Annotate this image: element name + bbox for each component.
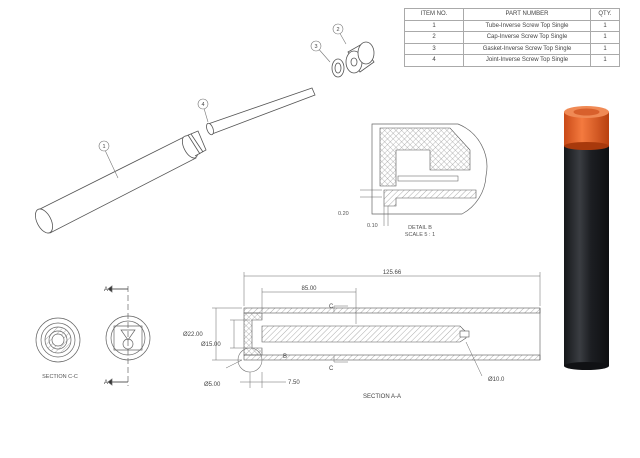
bom-row: 1 Tube-Inverse Screw Top Single 1 [404,19,620,32]
balloon-3-label: 3 [314,44,317,50]
detail-dim-gap: 0.20 [338,211,349,217]
balloon-1 [98,140,110,152]
dim-outer-dia: Ø22.00 [183,332,203,338]
section-c-c-title: SECTION C-C [42,374,78,380]
bom-row: 3 Gasket-Inverse Screw Top Single 1 [404,42,620,55]
bom-row: 4 Joint-Inverse Screw Top Single 1 [404,54,620,67]
tube-wall-bottom [243,354,541,361]
cut-label-c-top: C [329,304,334,310]
bom-header-qty: QTY. [590,8,620,21]
detail-ref-b: B [283,354,287,360]
bom-qty: 1 [590,31,620,44]
bom-header-part: PART NUMBER [463,8,591,21]
detail-dim-offset: 0.10 [367,223,378,229]
bom-item-no: 3 [404,42,464,55]
detail-b [360,123,488,226]
cone [207,87,316,135]
bom-part-number: Tube-Inverse Screw Top Single [463,19,591,32]
section-a-a-view [212,272,541,388]
bom-part-number: Joint-Inverse Screw Top Single [463,54,591,67]
bom-header-row: ITEM NO. PART NUMBER QTY. [404,8,620,21]
bom-item-no: 1 [404,19,464,32]
bom-item-no: 2 [404,31,464,44]
balloon-4-label: 4 [201,102,204,108]
end-view [105,285,151,386]
bom-qty: 1 [590,42,620,55]
render-tube [564,142,609,366]
section-a-a-title: SECTION A-A [363,394,401,400]
bom-part-number: Cap-Inverse Screw Top Single [463,31,591,44]
bom-item-no: 4 [404,54,464,67]
detail-title: DETAIL B [408,225,432,231]
bom-part-number: Gasket-Inverse Screw Top Single [463,42,591,55]
dim-small-dia: Ø5.00 [204,382,221,388]
tube-end [35,208,53,234]
exploded-view [35,41,375,234]
balloon-4 [197,98,209,110]
cut-label-a-top: A [104,287,108,293]
balloon-1-label: 1 [102,144,105,150]
cone-section [261,325,467,343]
dim-inner-length: 85.00 [301,286,317,292]
bom-qty: 1 [590,54,620,67]
gasket [331,58,345,78]
detail-tube-section [383,189,477,207]
cut-label-c-bottom: C [329,366,334,372]
bom-header-item: ITEM NO. [404,8,464,21]
balloon-2-label: 2 [336,27,339,33]
detail-scale: SCALE 5 : 1 [405,232,435,238]
cut-label-a-bottom: A [104,380,108,386]
section-c-c-view [35,317,81,363]
detail-cap-section [379,127,471,187]
dim-inner-dia: Ø15.00 [201,342,221,348]
product-render [564,106,609,370]
tube-wall-top [243,307,541,314]
balloons [98,23,347,179]
balloon-2 [332,23,344,35]
bom-qty: 1 [590,19,620,32]
tube-body [37,136,197,234]
bom-table: ITEM NO. PART NUMBER QTY. 1 Tube-Inverse… [404,8,620,67]
bom-row: 2 Cap-Inverse Screw Top Single 1 [404,31,620,44]
dim-cone-tip-dia: Ø10.0 [488,377,505,383]
balloon-3 [310,40,322,52]
dim-overall-length: 125.66 [383,270,402,276]
dim-step: 7.50 [288,380,300,386]
